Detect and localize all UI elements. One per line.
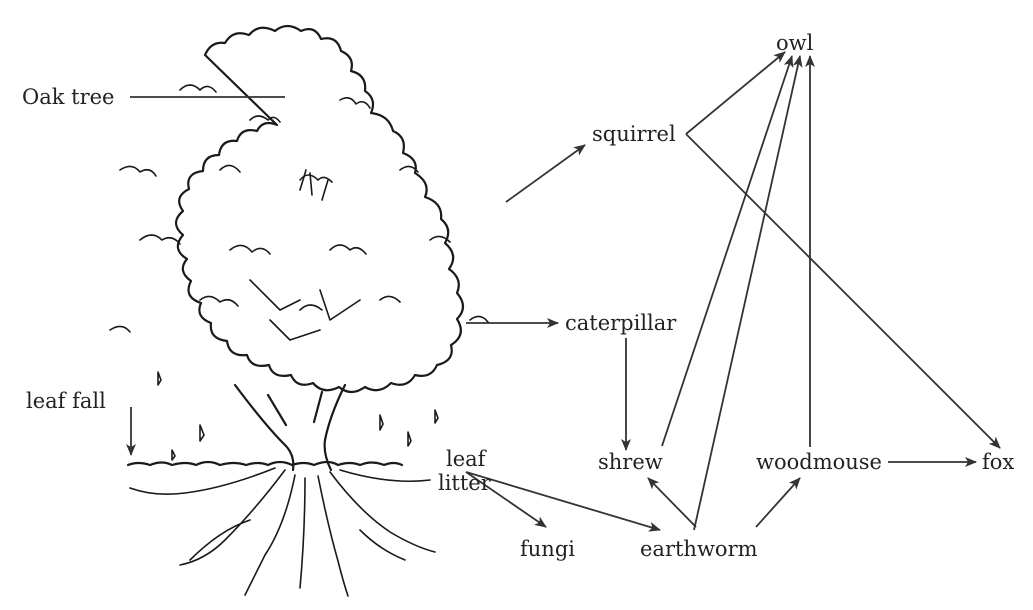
canopy-branches bbox=[250, 170, 360, 340]
arrow-squirrel-to-fox bbox=[686, 134, 1000, 448]
label-shrew: shrew bbox=[598, 450, 663, 474]
arrow-earthworm-to-woodmouse bbox=[756, 478, 800, 527]
tree-canopy bbox=[176, 26, 463, 392]
label-squirrel: squirrel bbox=[592, 122, 676, 146]
arrow-tree-to-squirrel bbox=[506, 145, 585, 202]
label-owl: owl bbox=[776, 31, 814, 55]
label-caterpillar: caterpillar bbox=[565, 311, 677, 335]
label-earthworm: earthworm bbox=[640, 537, 758, 561]
label-leaf-litter-line2: litter bbox=[438, 471, 492, 495]
label-oak-tree: Oak tree bbox=[22, 85, 114, 109]
tree-trunk bbox=[235, 385, 345, 470]
arrow-shrew-to-owl bbox=[662, 56, 792, 446]
label-leaf-litter-line1: leaf bbox=[446, 447, 488, 471]
canopy-detail bbox=[110, 85, 488, 332]
label-fungi: fungi bbox=[520, 537, 575, 561]
arrow-earthworm-to-shrew bbox=[648, 478, 696, 527]
label-leaf-fall: leaf fall bbox=[26, 389, 106, 413]
ground-line bbox=[128, 462, 402, 465]
food-web-labels: Oak tree leaf fall leaf litter squirrel … bbox=[22, 31, 1014, 561]
oak-tree-illustration bbox=[110, 26, 488, 596]
tree-roots bbox=[130, 468, 435, 596]
label-woodmouse: woodmouse bbox=[756, 450, 882, 474]
label-fox: fox bbox=[982, 450, 1014, 474]
arrow-litter-to-earthworm bbox=[466, 472, 660, 530]
